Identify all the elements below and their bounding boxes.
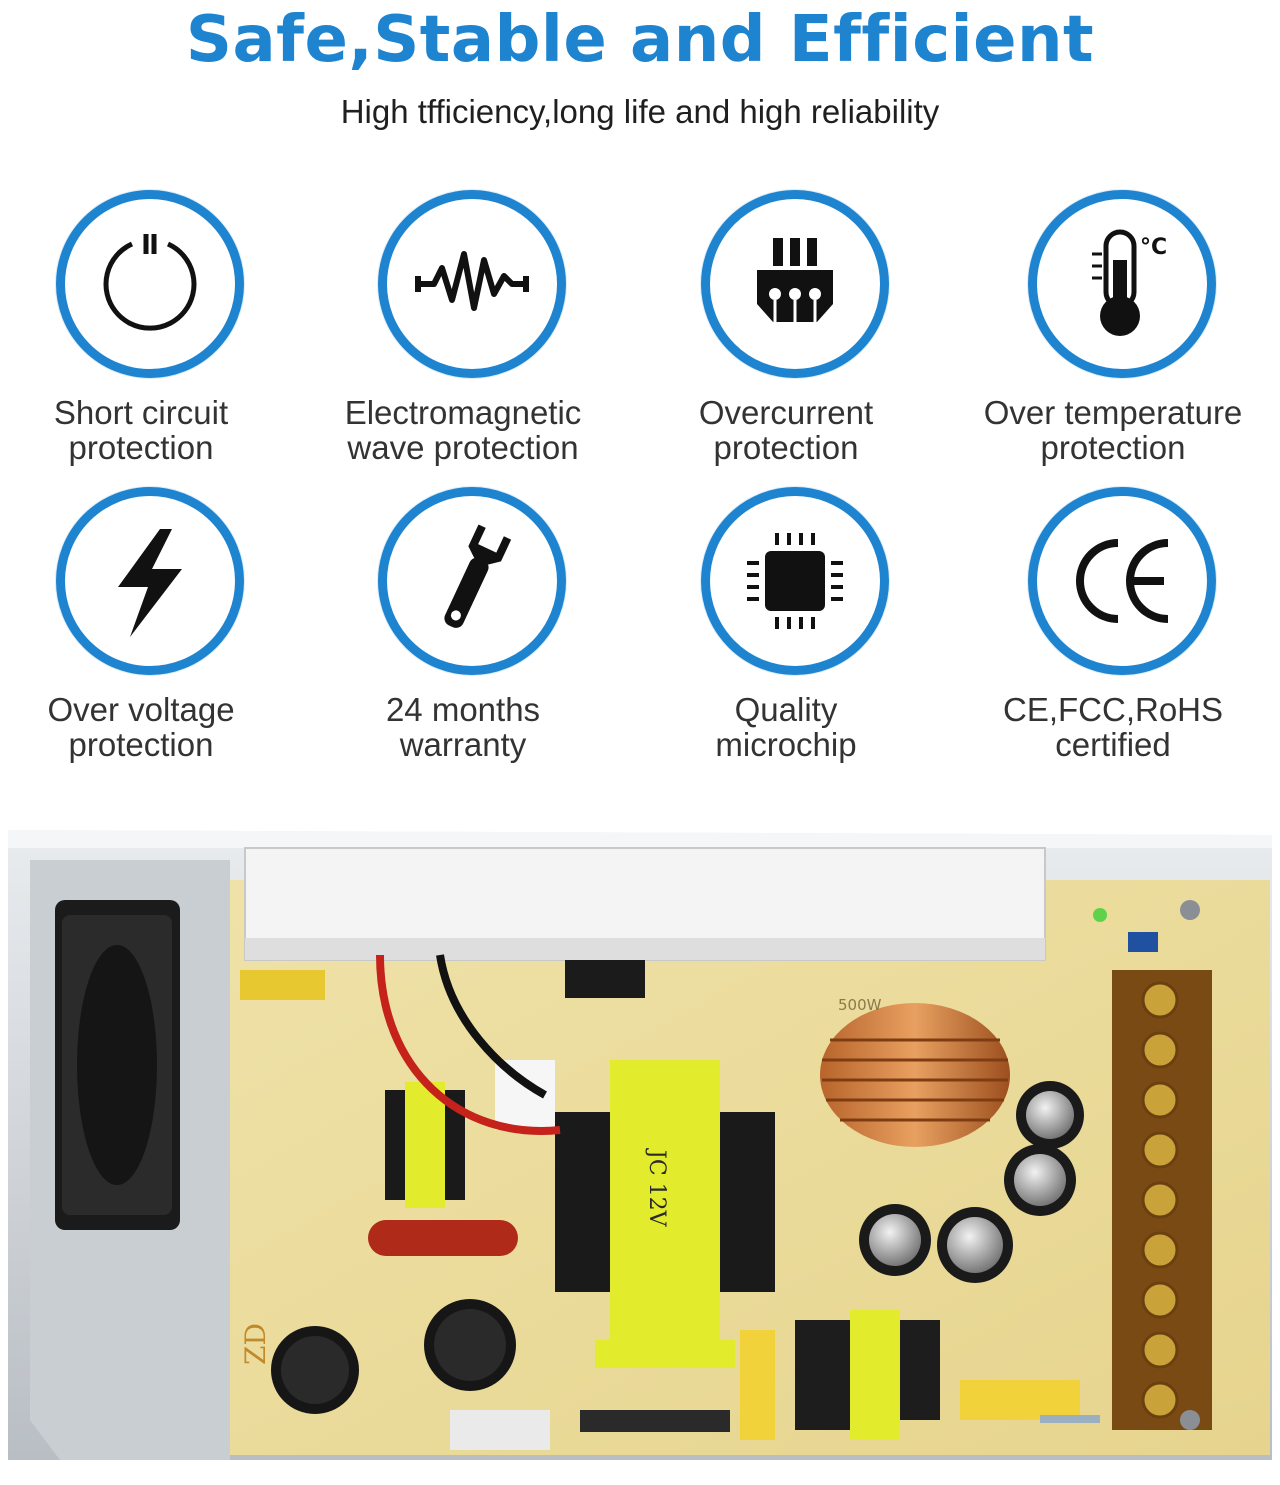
feature-ring: °C — [1028, 190, 1216, 378]
ce-mark-icon — [1076, 539, 1169, 623]
board-marking: ZD — [239, 1323, 272, 1365]
plug-icon — [757, 238, 833, 322]
thermometer-icon: °C — [1092, 229, 1167, 336]
transformer-label: JC 12V — [644, 1148, 669, 1228]
microchip-icon — [747, 533, 843, 629]
wrench-icon — [444, 524, 512, 628]
inductor-label: 500W — [838, 996, 882, 1014]
feature-ring — [701, 487, 889, 675]
feature-ring — [701, 190, 889, 378]
page-subtitle: High tfficiency,long life and high relia… — [340, 93, 940, 130]
feature-ring — [378, 190, 566, 378]
page-title: Safe,Stable and Efficient — [185, 3, 1095, 77]
power-icon — [103, 234, 197, 331]
celsius-unit: °C — [1140, 235, 1167, 260]
feature-ring — [56, 487, 244, 675]
feature-ring — [1028, 487, 1216, 675]
power-supply-image: 500W JC 12V ZD — [0, 820, 1280, 1485]
power-supply-board: 500W JC 12V ZD — [8, 830, 1272, 1460]
feature-ring — [56, 190, 244, 378]
wave-icon — [415, 251, 529, 311]
feature-ring — [378, 487, 566, 675]
lightning-icon — [118, 529, 182, 637]
